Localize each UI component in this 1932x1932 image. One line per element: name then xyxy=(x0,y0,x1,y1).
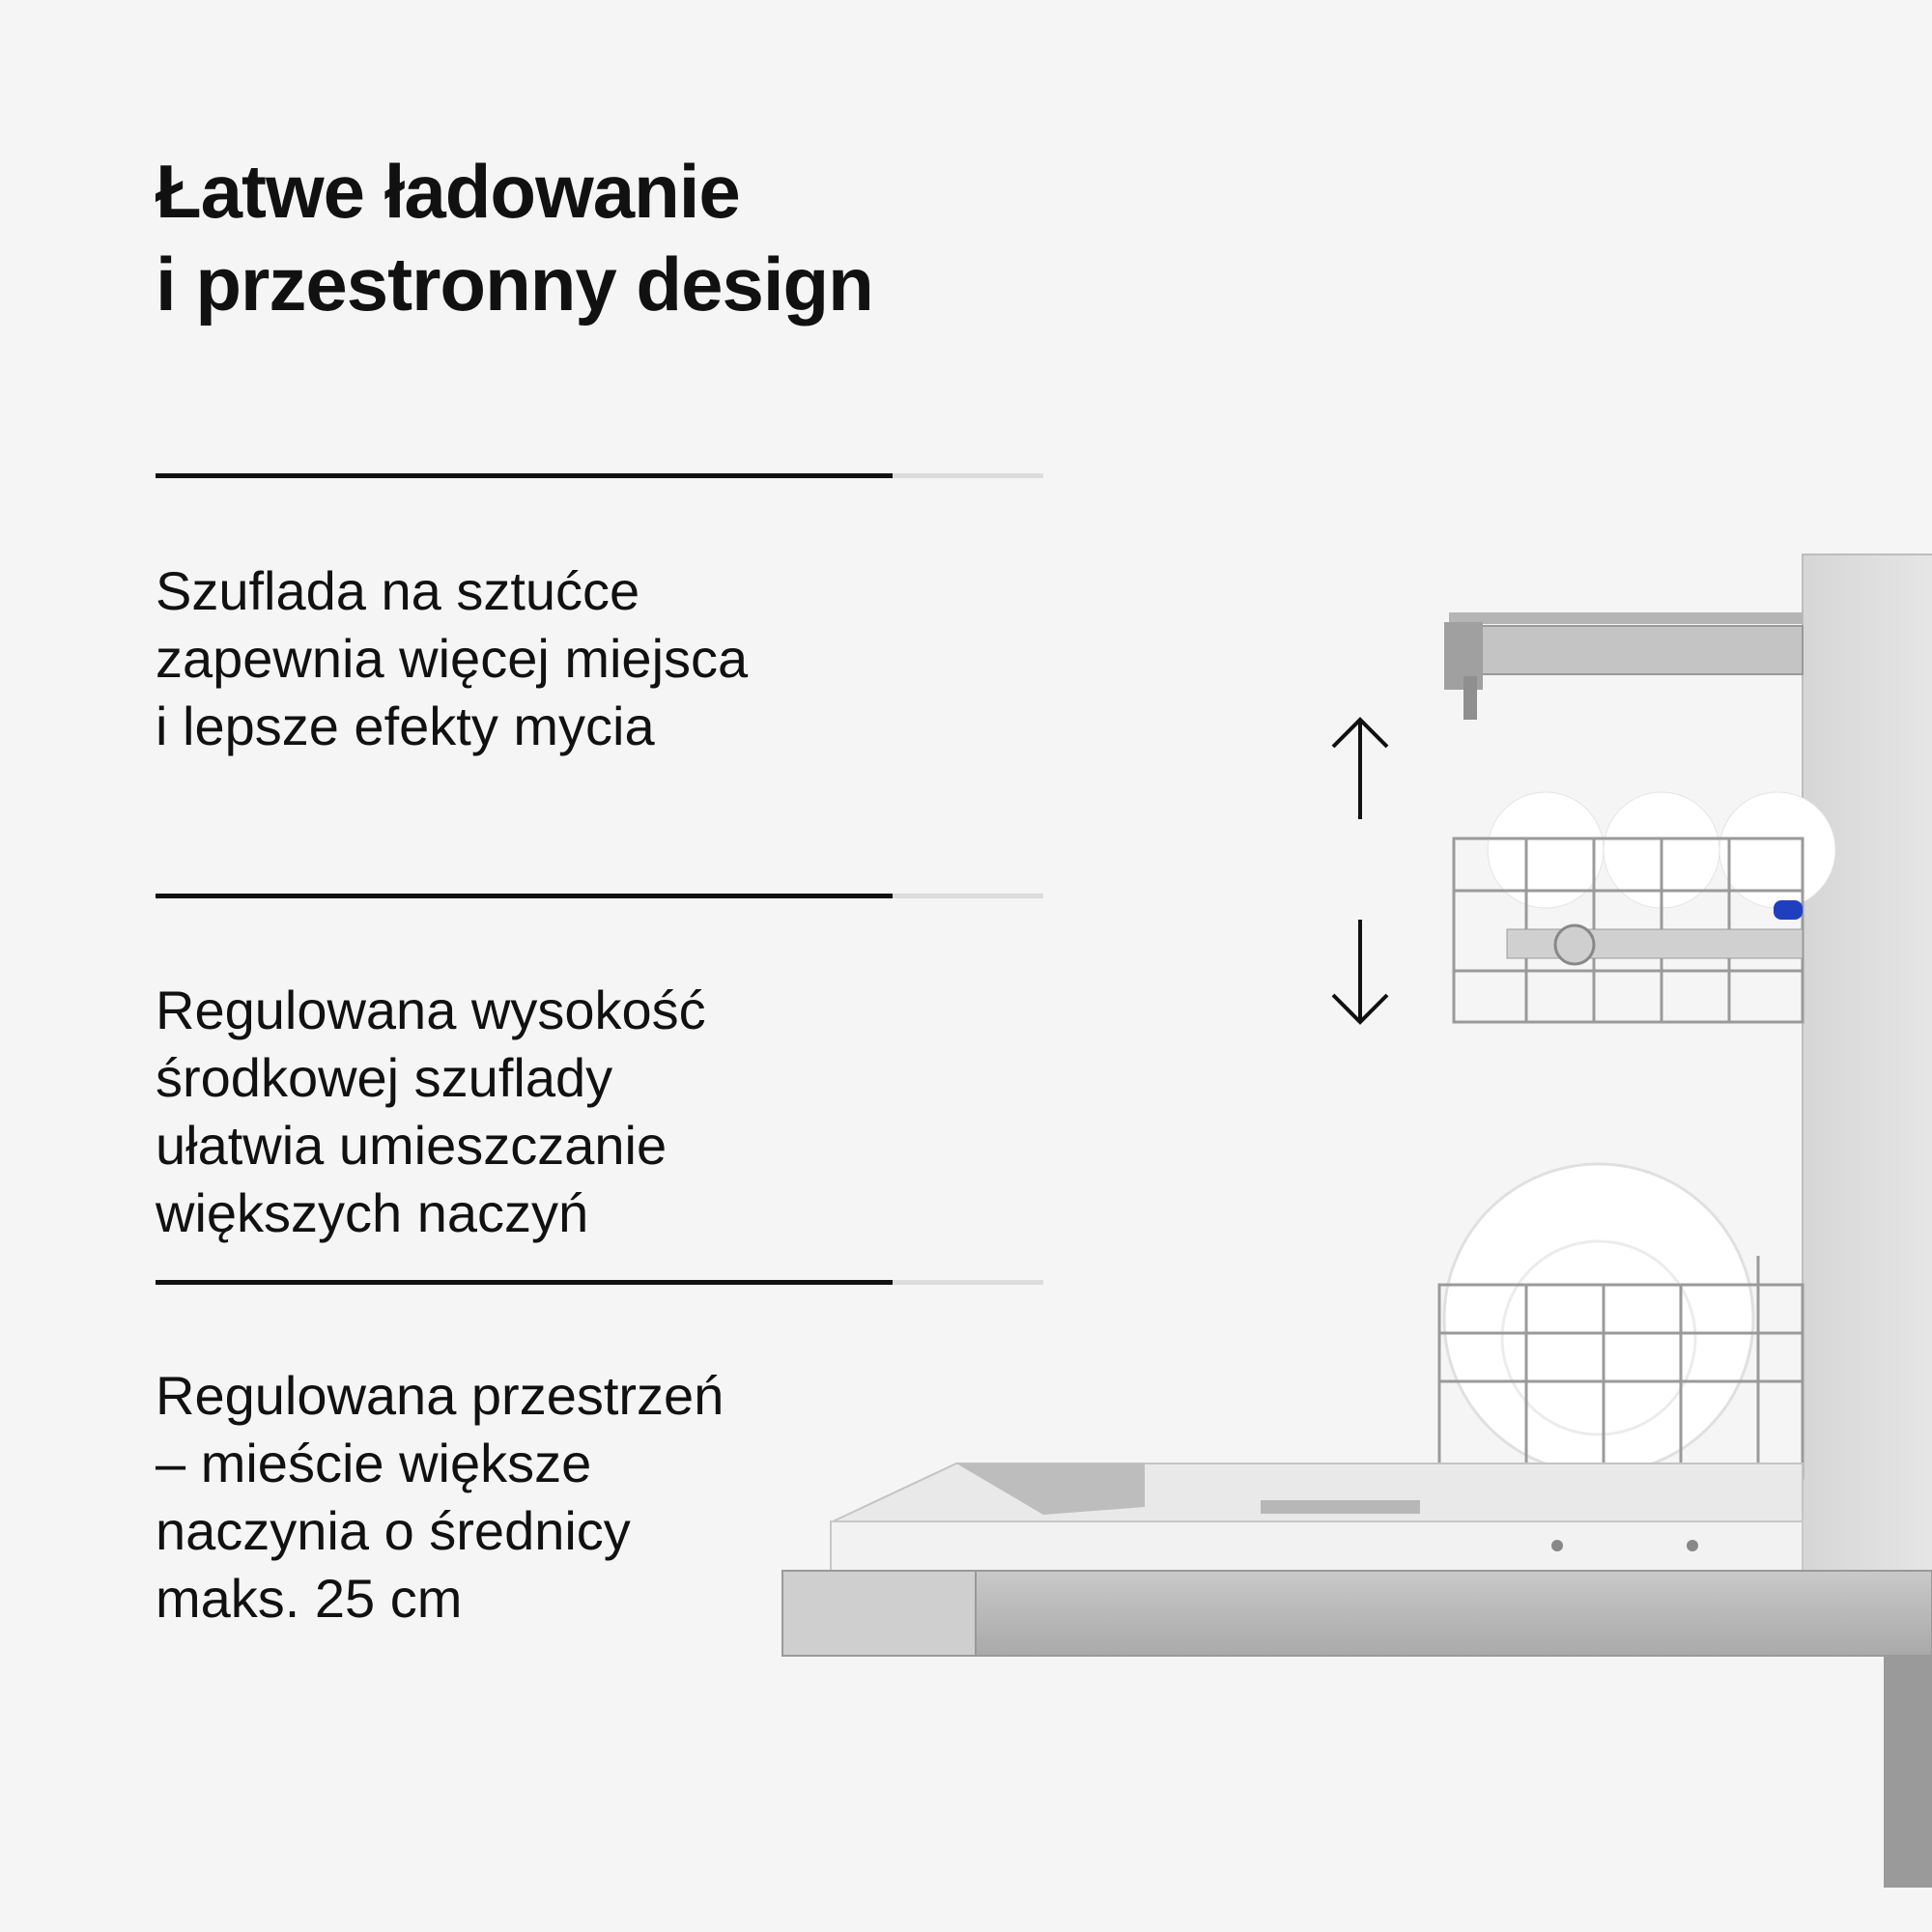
feature-line: Regulowana przestrzeń xyxy=(156,1365,724,1426)
middle-basket xyxy=(1452,791,1836,1024)
feature-cutlery-drawer: Szuflada na sztućce zapewnia więcej miej… xyxy=(156,557,748,760)
feature-line: – mieście większe xyxy=(156,1433,592,1493)
feature-line: naczynia o średnicy xyxy=(156,1500,631,1561)
feature-line: maks. 25 cm xyxy=(156,1568,463,1629)
page-title: Łatwe ładowanie i przestronny design xyxy=(156,145,874,330)
arrow-up-icon xyxy=(1331,717,1389,819)
feature-line: środkowej szuflady xyxy=(156,1047,613,1108)
arrow-down-icon xyxy=(1331,920,1389,1025)
progress-divider-3 xyxy=(156,1280,1043,1285)
feature-line: zapewnia więcej miejsca xyxy=(156,628,749,689)
feature-line: i lepsze efekty mycia xyxy=(156,696,655,756)
feature-line: Szuflada na sztućce xyxy=(156,560,640,621)
title-line: i przestronny design xyxy=(156,242,874,327)
progress-fill xyxy=(156,894,893,898)
feature-middle-basket: Regulowana wysokość środkowej szuflady u… xyxy=(156,977,706,1247)
progress-divider-1 xyxy=(156,473,1043,478)
feature-adjustable-space: Regulowana przestrzeń – mieście większe … xyxy=(156,1362,724,1633)
dishwasher-door xyxy=(781,1463,1932,1888)
progress-divider-2 xyxy=(156,894,1043,898)
feature-line: większych naczyń xyxy=(156,1182,589,1243)
feature-line: Regulowana wysokość xyxy=(156,980,706,1040)
dishwasher-side-panel xyxy=(1802,554,1932,1579)
cutlery-drawer xyxy=(1444,612,1804,720)
blue-clip xyxy=(1774,900,1803,920)
progress-fill xyxy=(156,1280,893,1285)
lower-basket xyxy=(1437,1162,1804,1516)
progress-fill xyxy=(156,473,893,478)
feature-line: ułatwia umieszczanie xyxy=(156,1115,668,1176)
title-line: Łatwe ładowanie xyxy=(156,149,741,234)
